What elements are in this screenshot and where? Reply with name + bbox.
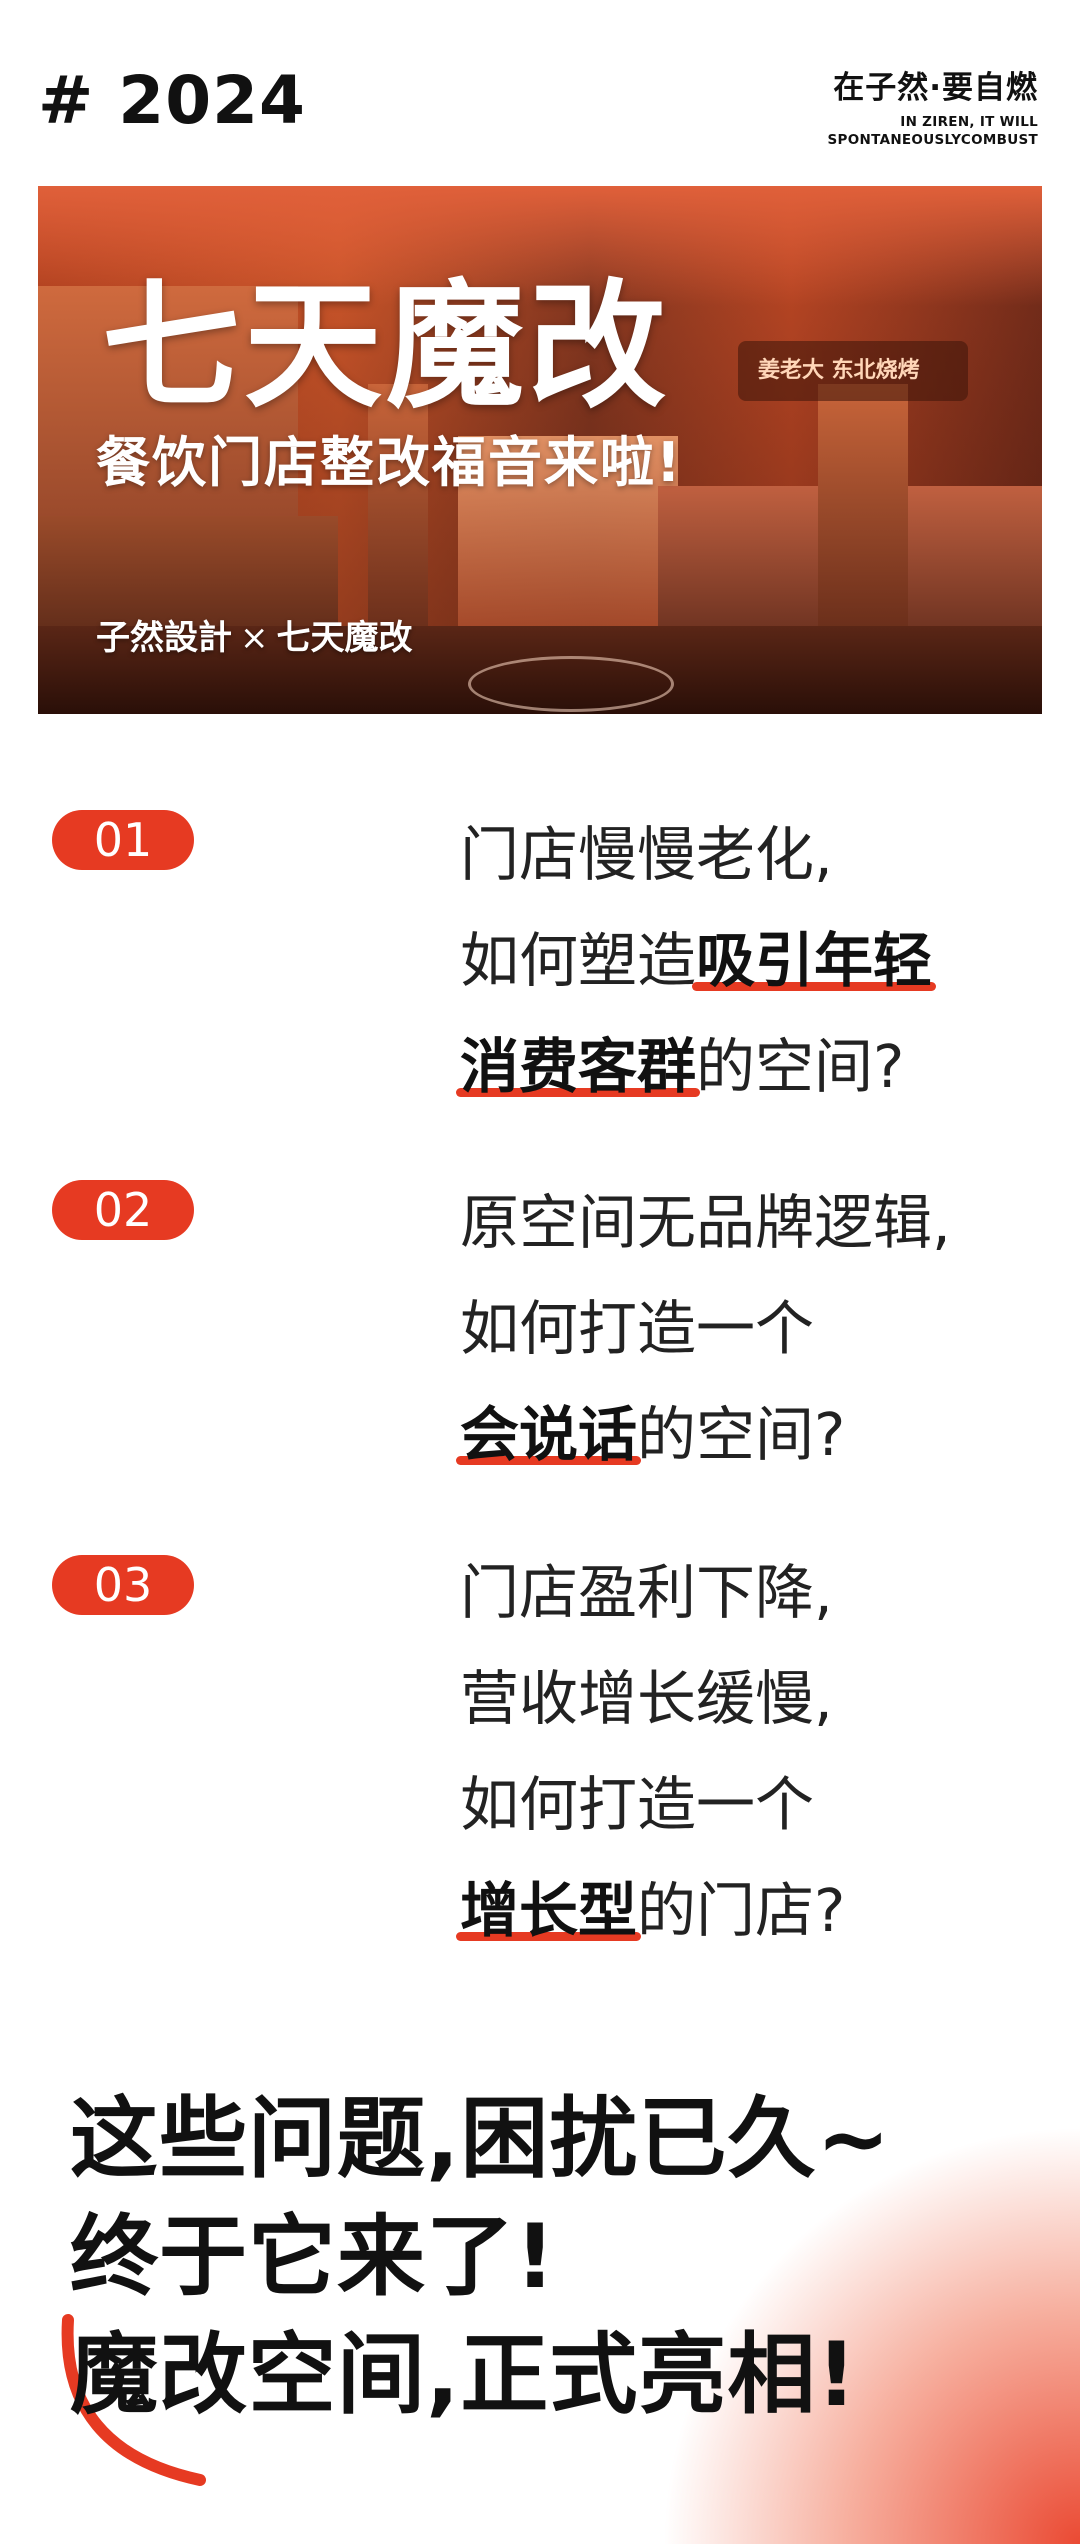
question-line: 会说话的空间? — [460, 1382, 951, 1488]
collab-left: 子然設計 — [96, 618, 232, 658]
plain-text: 营收增长缓慢, — [460, 1664, 833, 1733]
closing-line: 终于它来了! — [70, 2205, 557, 2308]
question-line: 原空间无品牌逻辑, — [460, 1170, 951, 1276]
item-question: 门店盈利下降, 营收增长缓慢, 如何打造一个 增长型的门店? — [460, 1540, 845, 1964]
banner-title: 七天魔改 — [102, 266, 671, 427]
item-number-badge: 03 — [52, 1555, 194, 1615]
plain-text: 门店盈利下降, — [460, 1558, 833, 1627]
plain-text: 如何打造一个 — [460, 1294, 815, 1363]
closing-line: 魔改空间,正式亮相! — [70, 2323, 858, 2426]
question-line: 门店慢慢老化, — [460, 802, 932, 908]
plain-text: 的空间? — [696, 1032, 905, 1101]
brand-slogan-en: IN ZIREN, IT WILL SPONTANEOUSLYCOMBUST — [828, 113, 1038, 149]
banner-corridor — [458, 436, 678, 636]
question-line: 如何打造一个 — [460, 1276, 951, 1382]
collab-x: × — [240, 618, 269, 658]
floor-logo-icon — [468, 656, 674, 712]
question-line: 营收增长缓慢, — [460, 1646, 845, 1752]
closing-statement: 这些问题,困扰已久~ 终于它来了! 魔改空间,正式亮相! — [70, 2080, 891, 2434]
item-question: 原空间无品牌逻辑, 如何打造一个 会说话的空间? — [460, 1170, 951, 1488]
item-number-badge: 02 — [52, 1180, 194, 1240]
hero-banner: 姜老大 东北烧烤 七天魔改 餐饮门店整改福音来啦! 子然設計×七天魔改 — [38, 186, 1042, 714]
plain-text: 的空间? — [637, 1400, 846, 1469]
decorative-arc — [61, 2314, 206, 2486]
question-line: 如何打造一个 — [460, 1752, 845, 1858]
plain-text: 的门店? — [637, 1876, 846, 1945]
plain-text: 如何打造一个 — [460, 1770, 815, 1839]
plain-text: 如何塑造 — [460, 926, 697, 995]
restaurant-sign: 姜老大 东北烧烤 — [738, 341, 968, 401]
plain-text: 原空间无品牌逻辑, — [460, 1188, 951, 1257]
brand-slogan: 在子然·要自燃 IN ZIREN, IT WILL SPONTANEOUSLYC… — [828, 62, 1038, 149]
question-line: 消费客群的空间? — [460, 1014, 932, 1120]
highlight-text: 消费客群 — [460, 1032, 697, 1101]
highlight-text: 会说话 — [460, 1400, 638, 1469]
item-number-badge: 01 — [52, 810, 194, 870]
banner-subtitle: 餐饮门店整改福音来啦! — [96, 431, 683, 494]
highlight-text: 增长型 — [460, 1876, 638, 1945]
highlight-text: 吸引年轻 — [696, 926, 933, 995]
plain-text: 门店慢慢老化, — [460, 820, 833, 889]
question-line: 增长型的门店? — [460, 1858, 845, 1964]
brand-slogan-cn: 在子然·要自燃 — [833, 70, 1038, 106]
brand-slogan-en-line1: IN ZIREN, IT WILL — [900, 114, 1038, 130]
question-line: 如何塑造吸引年轻 — [460, 908, 932, 1014]
question-line: 门店盈利下降, — [460, 1540, 845, 1646]
collab-right: 七天魔改 — [276, 618, 413, 658]
closing-line: 这些问题,困扰已久~ — [70, 2087, 892, 2190]
year-hashtag: # 2024 — [38, 62, 306, 139]
brand-slogan-en-line2: SPONTANEOUSLYCOMBUST — [827, 132, 1038, 148]
collab-credit: 子然設計×七天魔改 — [96, 610, 413, 659]
item-question: 门店慢慢老化, 如何塑造吸引年轻 消费客群的空间? — [460, 802, 932, 1120]
